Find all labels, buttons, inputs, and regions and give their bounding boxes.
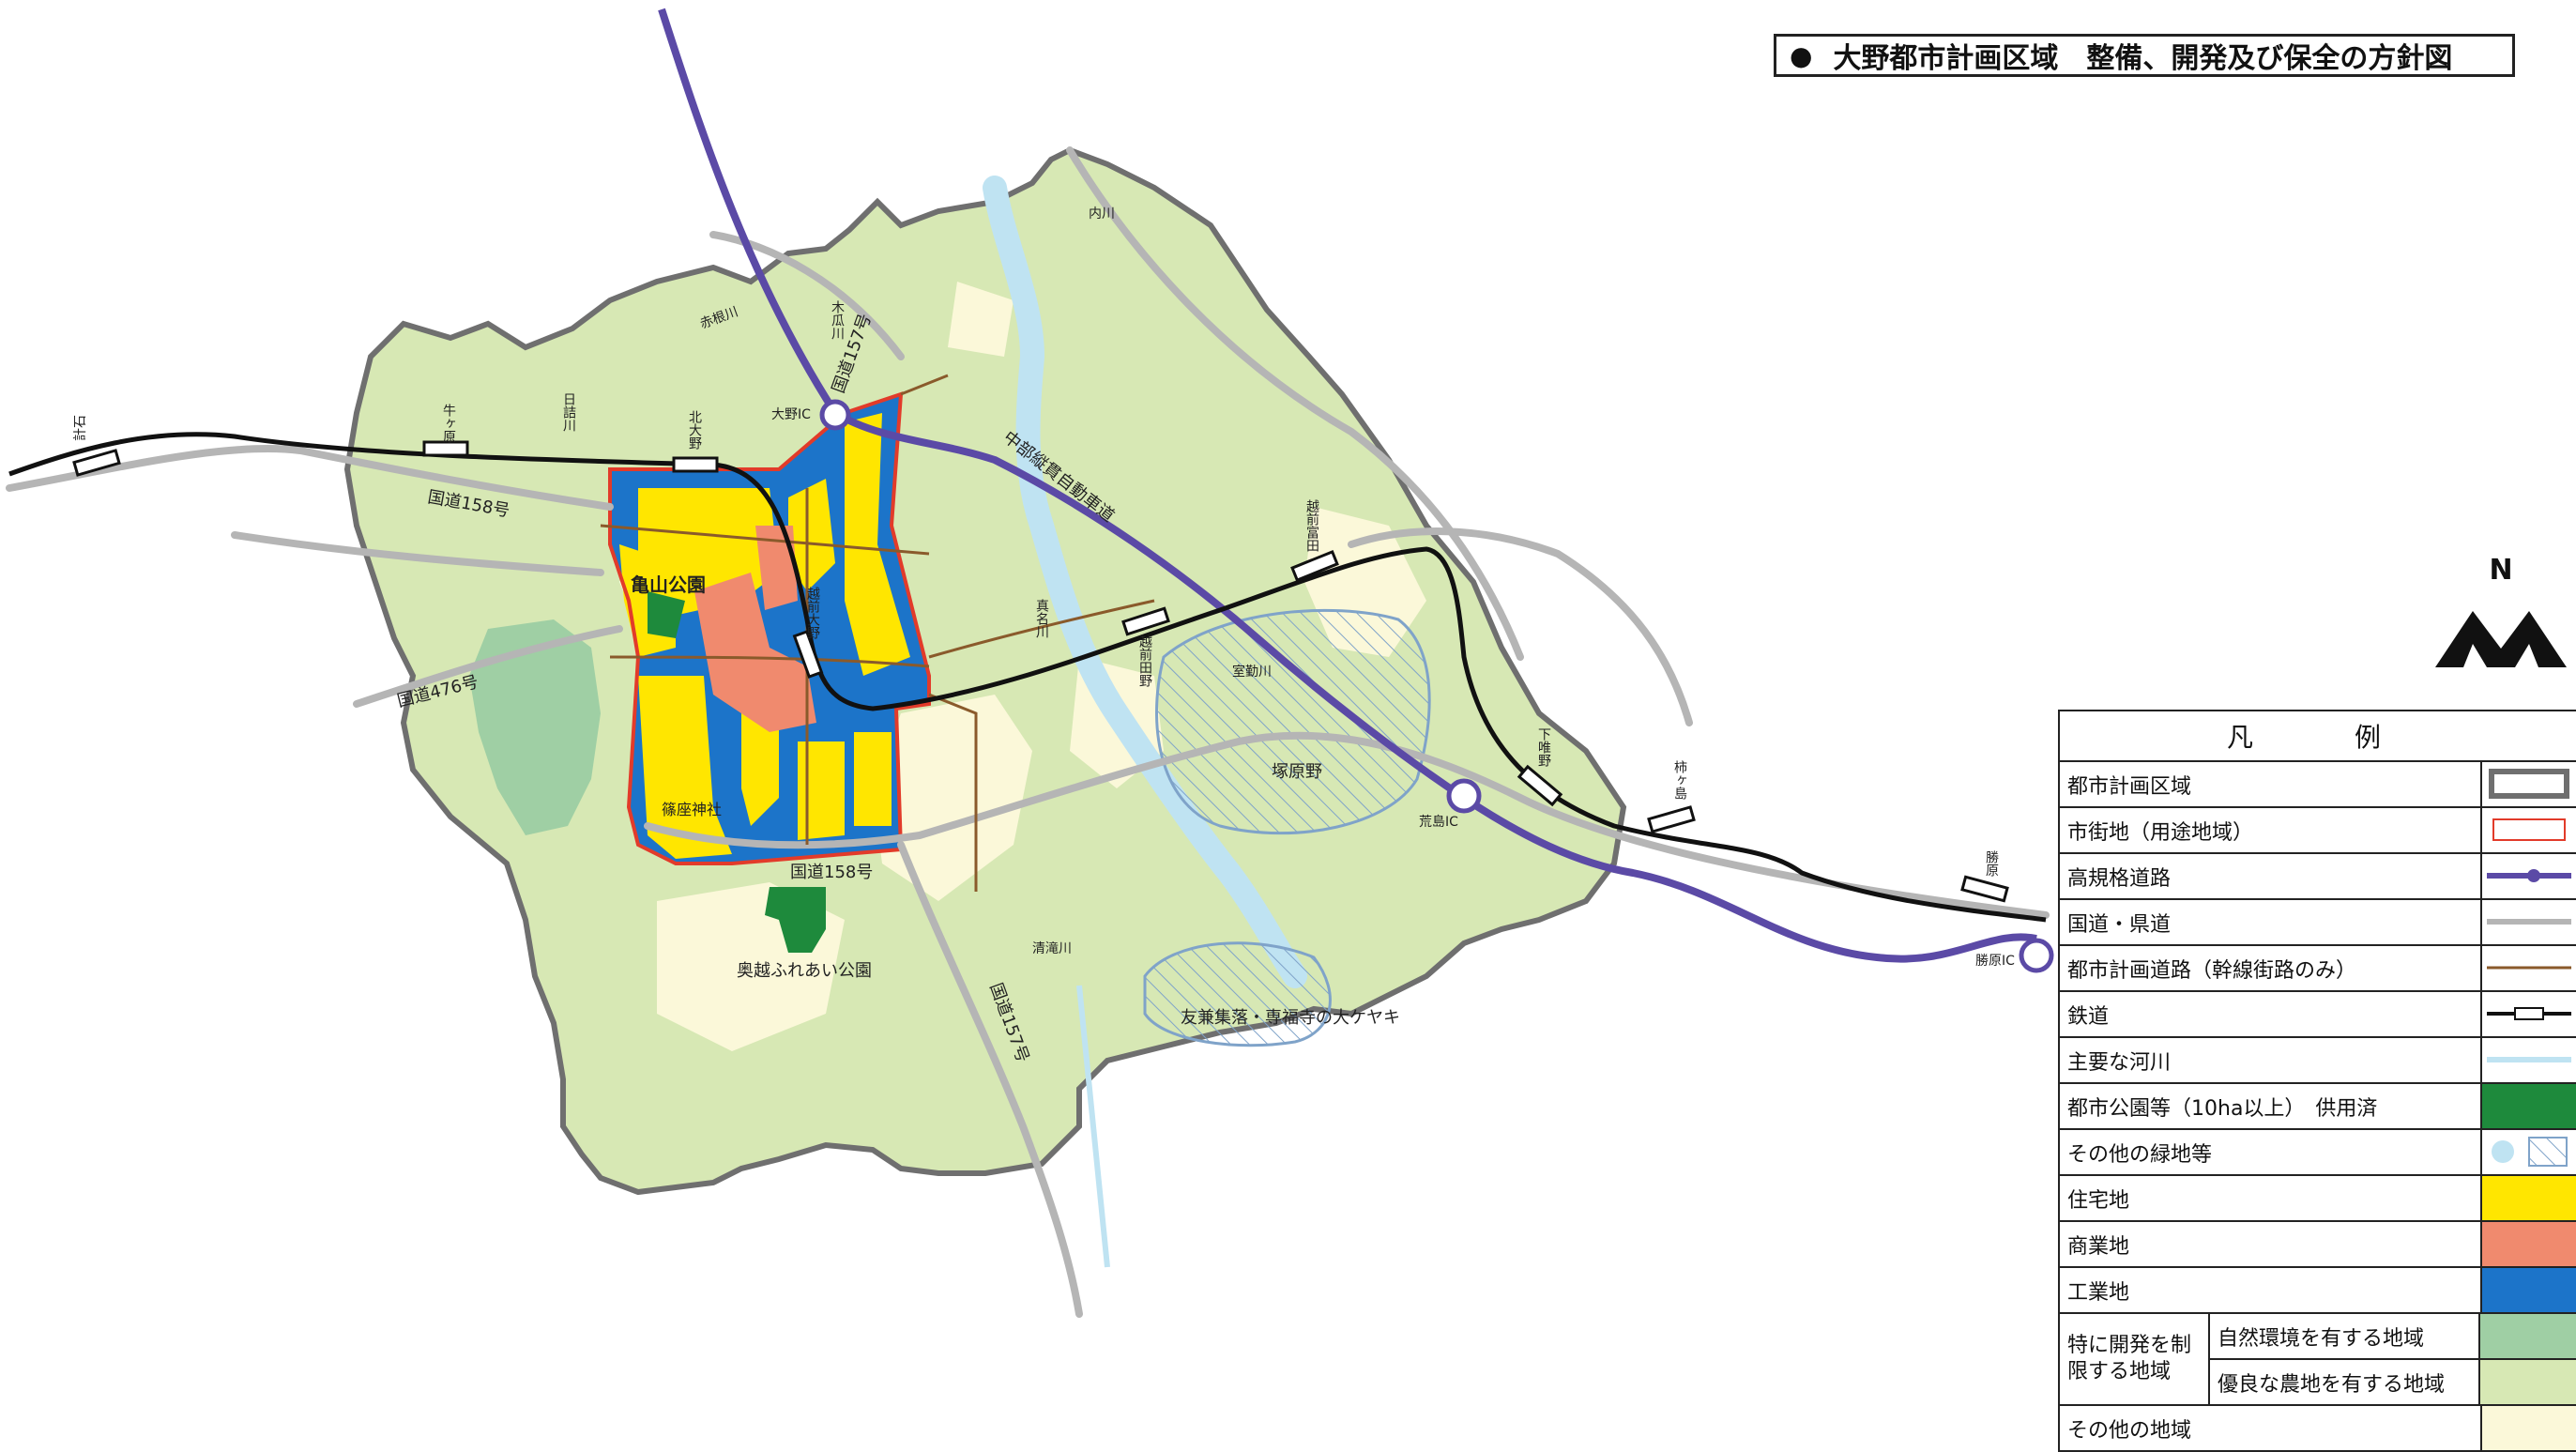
legend-swatch-national-road: [2487, 919, 2571, 925]
legend-row: 都市計画道路（幹線街路のみ）: [2060, 946, 2576, 992]
legend-label: 国道・県道: [2060, 900, 2482, 944]
north-arrow: N: [2431, 554, 2571, 695]
north-arrow-icon: [2435, 611, 2567, 667]
label-river-shimizu: 清滝川: [1032, 941, 1072, 956]
tsukaharano-green-area: [1155, 608, 1431, 835]
arashima-ic-marker: [1446, 778, 1482, 814]
label-tomokane: 友兼集落・専福寺の大ケヤキ: [1181, 1008, 1400, 1028]
title-bullet-icon: ●: [1790, 39, 1813, 71]
legend-row: 都市計画区域: [2060, 762, 2576, 808]
label-station-echizen-tomida: 越前富田: [1304, 499, 1319, 552]
legend-label: その他の緑地等: [2060, 1130, 2482, 1174]
legend-row: 鉄道: [2060, 992, 2576, 1038]
label-river-muro: 室勤川: [1232, 664, 1272, 680]
legend-swatch-city-road: [2487, 966, 2571, 970]
legend-row: 商業地: [2060, 1222, 2576, 1268]
north-label: N: [2489, 554, 2513, 587]
national-roads: [6, 146, 2050, 1318]
label-river-kizuri: 木瓜川: [830, 300, 845, 340]
railway: [8, 432, 2047, 923]
label-station-katsuhara: 勝原: [1984, 850, 1999, 877]
other-area-patch: [948, 282, 1014, 357]
legend-swatch-river: [2487, 1057, 2571, 1062]
legend-label: 工業地: [2060, 1268, 2482, 1312]
legend-row: 国道・県道: [2060, 900, 2576, 946]
legend-swatch-natural-env: [2480, 1314, 2576, 1358]
katsuhara-ic-marker: [2019, 938, 2054, 973]
legend-row: 都市公園等（10ha以上） 供用済: [2060, 1084, 2576, 1130]
legend-row: 住宅地: [2060, 1176, 2576, 1222]
legend-label: 商業地: [2060, 1222, 2482, 1266]
label-station-hakari: 計石: [73, 415, 88, 441]
other-area-patch: [873, 695, 1032, 901]
urban-area: [608, 391, 931, 865]
label-shinoza-shrine: 篠座神社: [662, 801, 722, 818]
label-station-kitaono: 北大野: [687, 410, 702, 450]
ono-ic-marker: [819, 399, 851, 431]
legend-label: 鉄道: [2060, 992, 2482, 1036]
legend-swatch-commercial: [2482, 1222, 2576, 1266]
label-kameyama-park: 亀山公園: [631, 573, 706, 596]
legend-label: その他の地域: [2060, 1406, 2482, 1450]
label-station-ushigahara: 牛ヶ原: [441, 404, 456, 443]
legend-swatch-urban: [2492, 818, 2566, 841]
legend-swatch-park: [2482, 1084, 2576, 1128]
label-station-kakigashima: 柿ヶ島: [1672, 759, 1687, 800]
legend-swatch-farmland: [2480, 1360, 2576, 1404]
natural-environment-area: [469, 619, 601, 835]
label-river-hiji: 日詰川: [561, 392, 576, 432]
legend-row: 工業地: [2060, 1268, 2576, 1314]
map-title: ● 大野都市計画区域 整備、開発及び保全の方針図: [1774, 34, 2515, 77]
legend-swatch-boundary: [2489, 769, 2569, 799]
legend-swatch-railway: [2487, 1007, 2571, 1020]
legend-label: 高規格道路: [2060, 854, 2482, 898]
label-okuetsu-park: 奥越ふれあい公園: [737, 961, 872, 981]
legend-label: 都市計画区域: [2060, 762, 2482, 806]
legend-label: 住宅地: [2060, 1176, 2482, 1220]
legend-row: その他の地域: [2060, 1406, 2576, 1450]
okuetsu-park: [765, 887, 826, 953]
legend-row: 市街地（用途地域）: [2060, 808, 2576, 854]
label-route158-south: 国道158号: [790, 863, 873, 882]
legend-swatch-other-green: [2492, 1137, 2568, 1167]
legend-restricted-label: 特に開発を制限する地域: [2060, 1314, 2210, 1404]
label-station-echizen-dano: 越前田野: [1137, 634, 1152, 687]
legend-header: 凡 例: [2060, 711, 2576, 762]
kiyotaki-river: [1076, 985, 1110, 1268]
legend-row: その他の緑地等: [2060, 1130, 2576, 1176]
label-tsukaharano: 塚原野: [1272, 762, 1322, 782]
label-arashima-ic: 荒島IC: [1419, 815, 1458, 830]
legend-label: 市街地（用途地域）: [2060, 808, 2482, 852]
legend-label: 自然環境を有する地域: [2210, 1314, 2480, 1358]
label-river-uchikawa: 内川: [1089, 206, 1115, 222]
label-station-shimoyuino: 下唯野: [1536, 727, 1551, 767]
label-river-masuna: 真名川: [1034, 599, 1049, 638]
legend-swatch-residential: [2482, 1176, 2576, 1220]
label-ono-ic: 大野IC: [771, 407, 811, 422]
legend-label: 主要な河川: [2060, 1038, 2482, 1082]
legend-swatch-other-area: [2482, 1406, 2576, 1450]
legend-label: 都市計画道路（幹線街路のみ）: [2060, 946, 2482, 990]
legend-restricted-group: 特に開発を制限する地域 自然環境を有する地域 優良な農地を有する地域: [2060, 1314, 2576, 1406]
masuna-river: [983, 176, 1307, 988]
legend-row: 主要な河川: [2060, 1038, 2576, 1084]
map-title-text: 大野都市計画区域 整備、開発及び保全の方針図: [1833, 42, 2453, 75]
tomokane-green-area: [1143, 941, 1332, 1047]
legend-swatch-industrial: [2482, 1268, 2576, 1312]
legend-swatch-expressway: [2487, 869, 2571, 882]
label-katsuhara-ic: 勝原IC: [1975, 954, 2015, 969]
legend-label: 優良な農地を有する地域: [2210, 1360, 2480, 1404]
legend: 凡 例 都市計画区域 市街地（用途地域） 高規格道路 国道・県道 都市計画道路（…: [2058, 710, 2576, 1452]
chubu-expressway: [658, 8, 2037, 963]
legend-label: 都市公園等（10ha以上） 供用済: [2060, 1084, 2482, 1128]
label-station-echizen-ono: 越前大野: [805, 587, 820, 639]
legend-row: 高規格道路: [2060, 854, 2576, 900]
